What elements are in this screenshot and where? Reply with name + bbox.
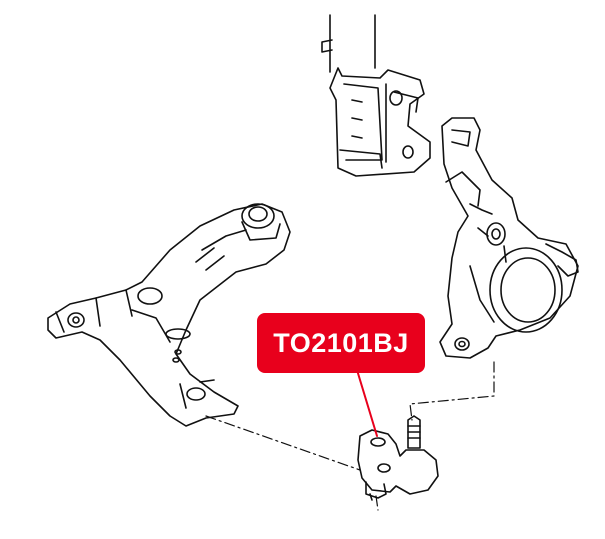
lower-control-arm bbox=[47, 203, 291, 427]
ball-joint bbox=[357, 415, 439, 501]
part-number-label: TO2101BJ bbox=[257, 313, 425, 373]
steering-knuckle bbox=[439, 117, 579, 359]
alignment-lines bbox=[205, 361, 495, 511]
part-number-text: TO2101BJ bbox=[273, 327, 409, 358]
strut-assembly bbox=[321, 14, 431, 177]
leader-line bbox=[356, 369, 378, 437]
